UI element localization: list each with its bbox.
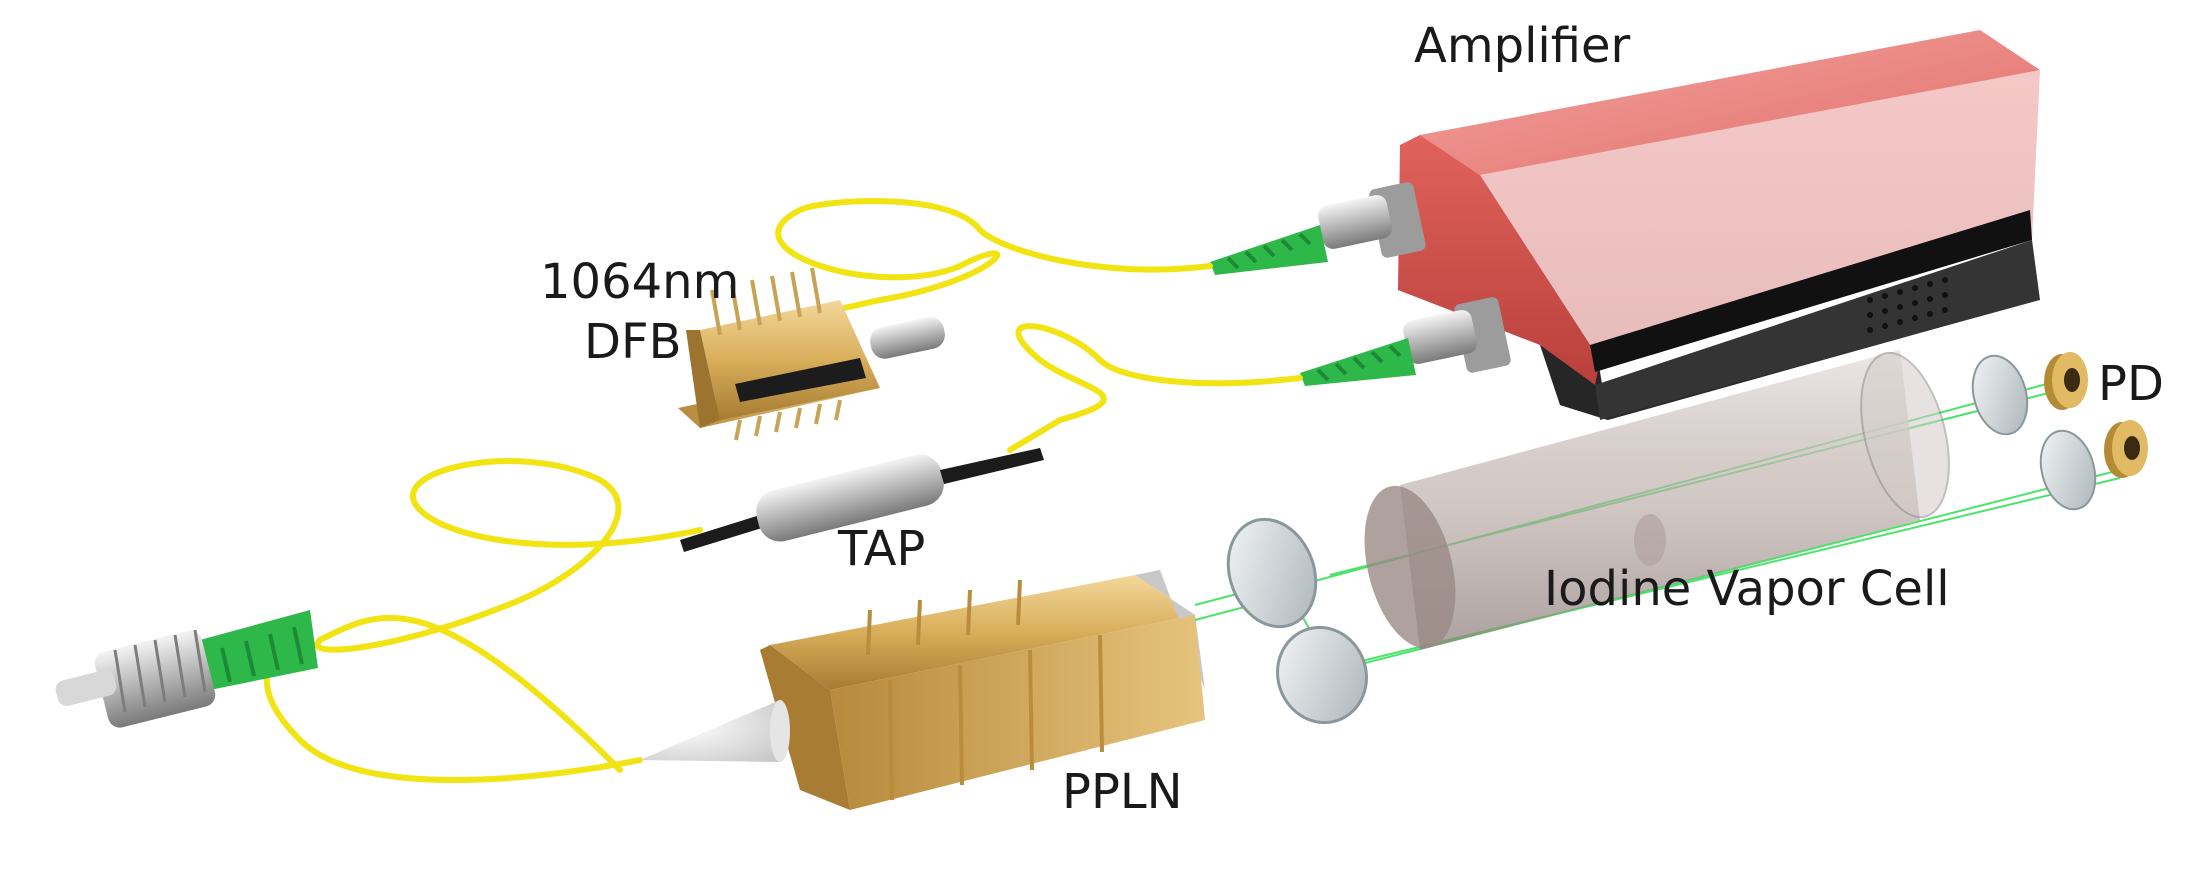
- label-ppln: PPLN: [1062, 764, 1183, 820]
- ppln-module: [640, 570, 1205, 810]
- dfb-laser-module: [678, 267, 945, 441]
- pd-window-bottom: [2039, 429, 2097, 511]
- amplifier-vent-holes: [1867, 277, 1948, 333]
- beam-splitter-optic: [1226, 517, 1318, 629]
- iodine-vapor-cell: [1364, 350, 1950, 650]
- label-dfb-wavelength: 1064nm: [540, 254, 740, 310]
- amplifier-module: [1398, 30, 2040, 420]
- tap-coupler: [680, 448, 1044, 552]
- amplifier-input-connector: [1210, 182, 1426, 275]
- label-tap: TAP: [838, 521, 926, 577]
- pd-window-top: [1971, 354, 2029, 436]
- label-dfb: DFB: [584, 314, 682, 370]
- fc-input-connector: [55, 610, 318, 728]
- amplifier-output-connector: [1300, 297, 1511, 386]
- label-iodine-vapor-cell: Iodine Vapor Cell: [1544, 561, 1950, 617]
- label-pd: PD: [2098, 356, 2164, 412]
- optical-fibers: [263, 198, 1303, 783]
- mirror-optic: [1276, 625, 1368, 725]
- photodiode-bottom: [2104, 420, 2148, 478]
- label-amplifier: Amplifier: [1414, 18, 1631, 74]
- photodiode-top: [2044, 352, 2088, 410]
